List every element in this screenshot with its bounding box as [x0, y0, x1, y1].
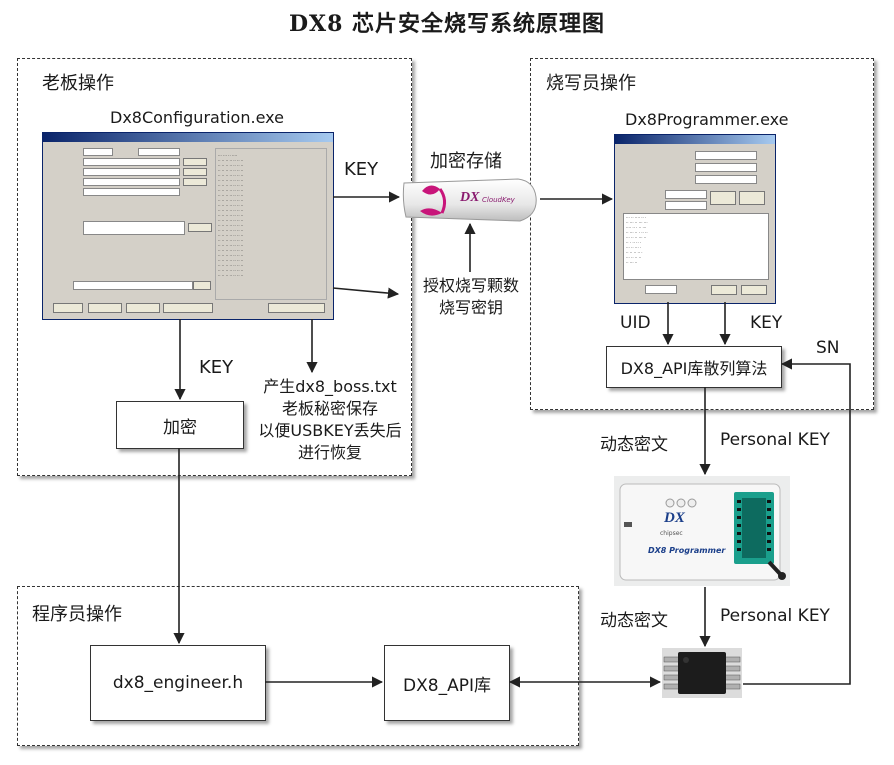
chip-image — [662, 648, 742, 698]
programmer-app-screenshot: ··· ·· ···· ·· · ·· ··· ·· ··· ··· ···· … — [614, 134, 776, 304]
dynamic-cipher-label-1: 动态密文 — [600, 435, 668, 455]
usb-brand-logo: DX — [460, 190, 480, 205]
boss-panel-title: 老板操作 — [42, 73, 114, 94]
programmer-panel-title: 程序员操作 — [32, 604, 122, 625]
boss-note-line-3: 以便USBKEY丢失后 — [258, 421, 402, 440]
config-exe-caption: Dx8Configuration.exe — [110, 108, 284, 127]
arrow-config-to-auth — [332, 287, 400, 299]
key-label-right: KEY — [750, 313, 783, 333]
writer-panel-title: 烧写员操作 — [546, 73, 636, 94]
boss-note-line-4: 进行恢复 — [297, 443, 362, 462]
device-name: DX8 Programmer — [648, 546, 726, 555]
diagram-title: DX8 芯片安全烧写系统原理图 — [288, 11, 606, 37]
personal-key-label-1: Personal KEY — [720, 430, 830, 450]
device-logo: DX — [664, 510, 685, 526]
programmer-exe-caption: Dx8Programmer.exe — [625, 110, 789, 129]
boss-note-line-1: 产生dx8_boss.txt — [263, 377, 397, 396]
programmer-device-image — [614, 476, 790, 586]
api-library-box: DX8_API库 — [384, 645, 510, 721]
auth-label: 授权烧写颗数 烧写密钥 — [411, 275, 531, 319]
boss-note: 产生dx8_boss.txt 老板秘密保存 以便USBKEY丢失后 进行恢复 — [255, 376, 405, 464]
device-logo-sub: chipsec — [660, 530, 683, 537]
boss-panel — [17, 58, 412, 476]
uid-label: UID — [620, 313, 651, 333]
encrypt-box: 加密 — [116, 401, 244, 449]
encrypted-storage-label: 加密存储 — [430, 151, 502, 172]
usb-key-image — [400, 175, 540, 225]
usb-brand-sub: CloudKey — [482, 196, 515, 204]
boss-note-line-2: 老板秘密保存 — [281, 399, 378, 418]
auth-label-line-2: 烧写密钥 — [438, 298, 503, 317]
personal-key-label-2: Personal KEY — [720, 606, 830, 626]
programmer-panel — [17, 586, 579, 746]
sn-label: SN — [816, 338, 840, 358]
arrow-chip-sn-loop — [743, 358, 851, 685]
dynamic-cipher-label-2: 动态密文 — [600, 611, 668, 631]
auth-label-line-1: 授权烧写颗数 — [422, 276, 519, 295]
key-label-boss: KEY — [199, 357, 234, 378]
writer-panel — [530, 58, 874, 410]
hash-algorithm-box: DX8_API库散列算法 — [606, 346, 782, 388]
key-label-top: KEY — [344, 159, 379, 180]
config-app-screenshot: ··· ··· ·· ···· ·· ·· ·· ·· ·· ·· ·· ·· … — [42, 132, 334, 320]
engineer-header-box: dx8_engineer.h — [90, 645, 266, 721]
